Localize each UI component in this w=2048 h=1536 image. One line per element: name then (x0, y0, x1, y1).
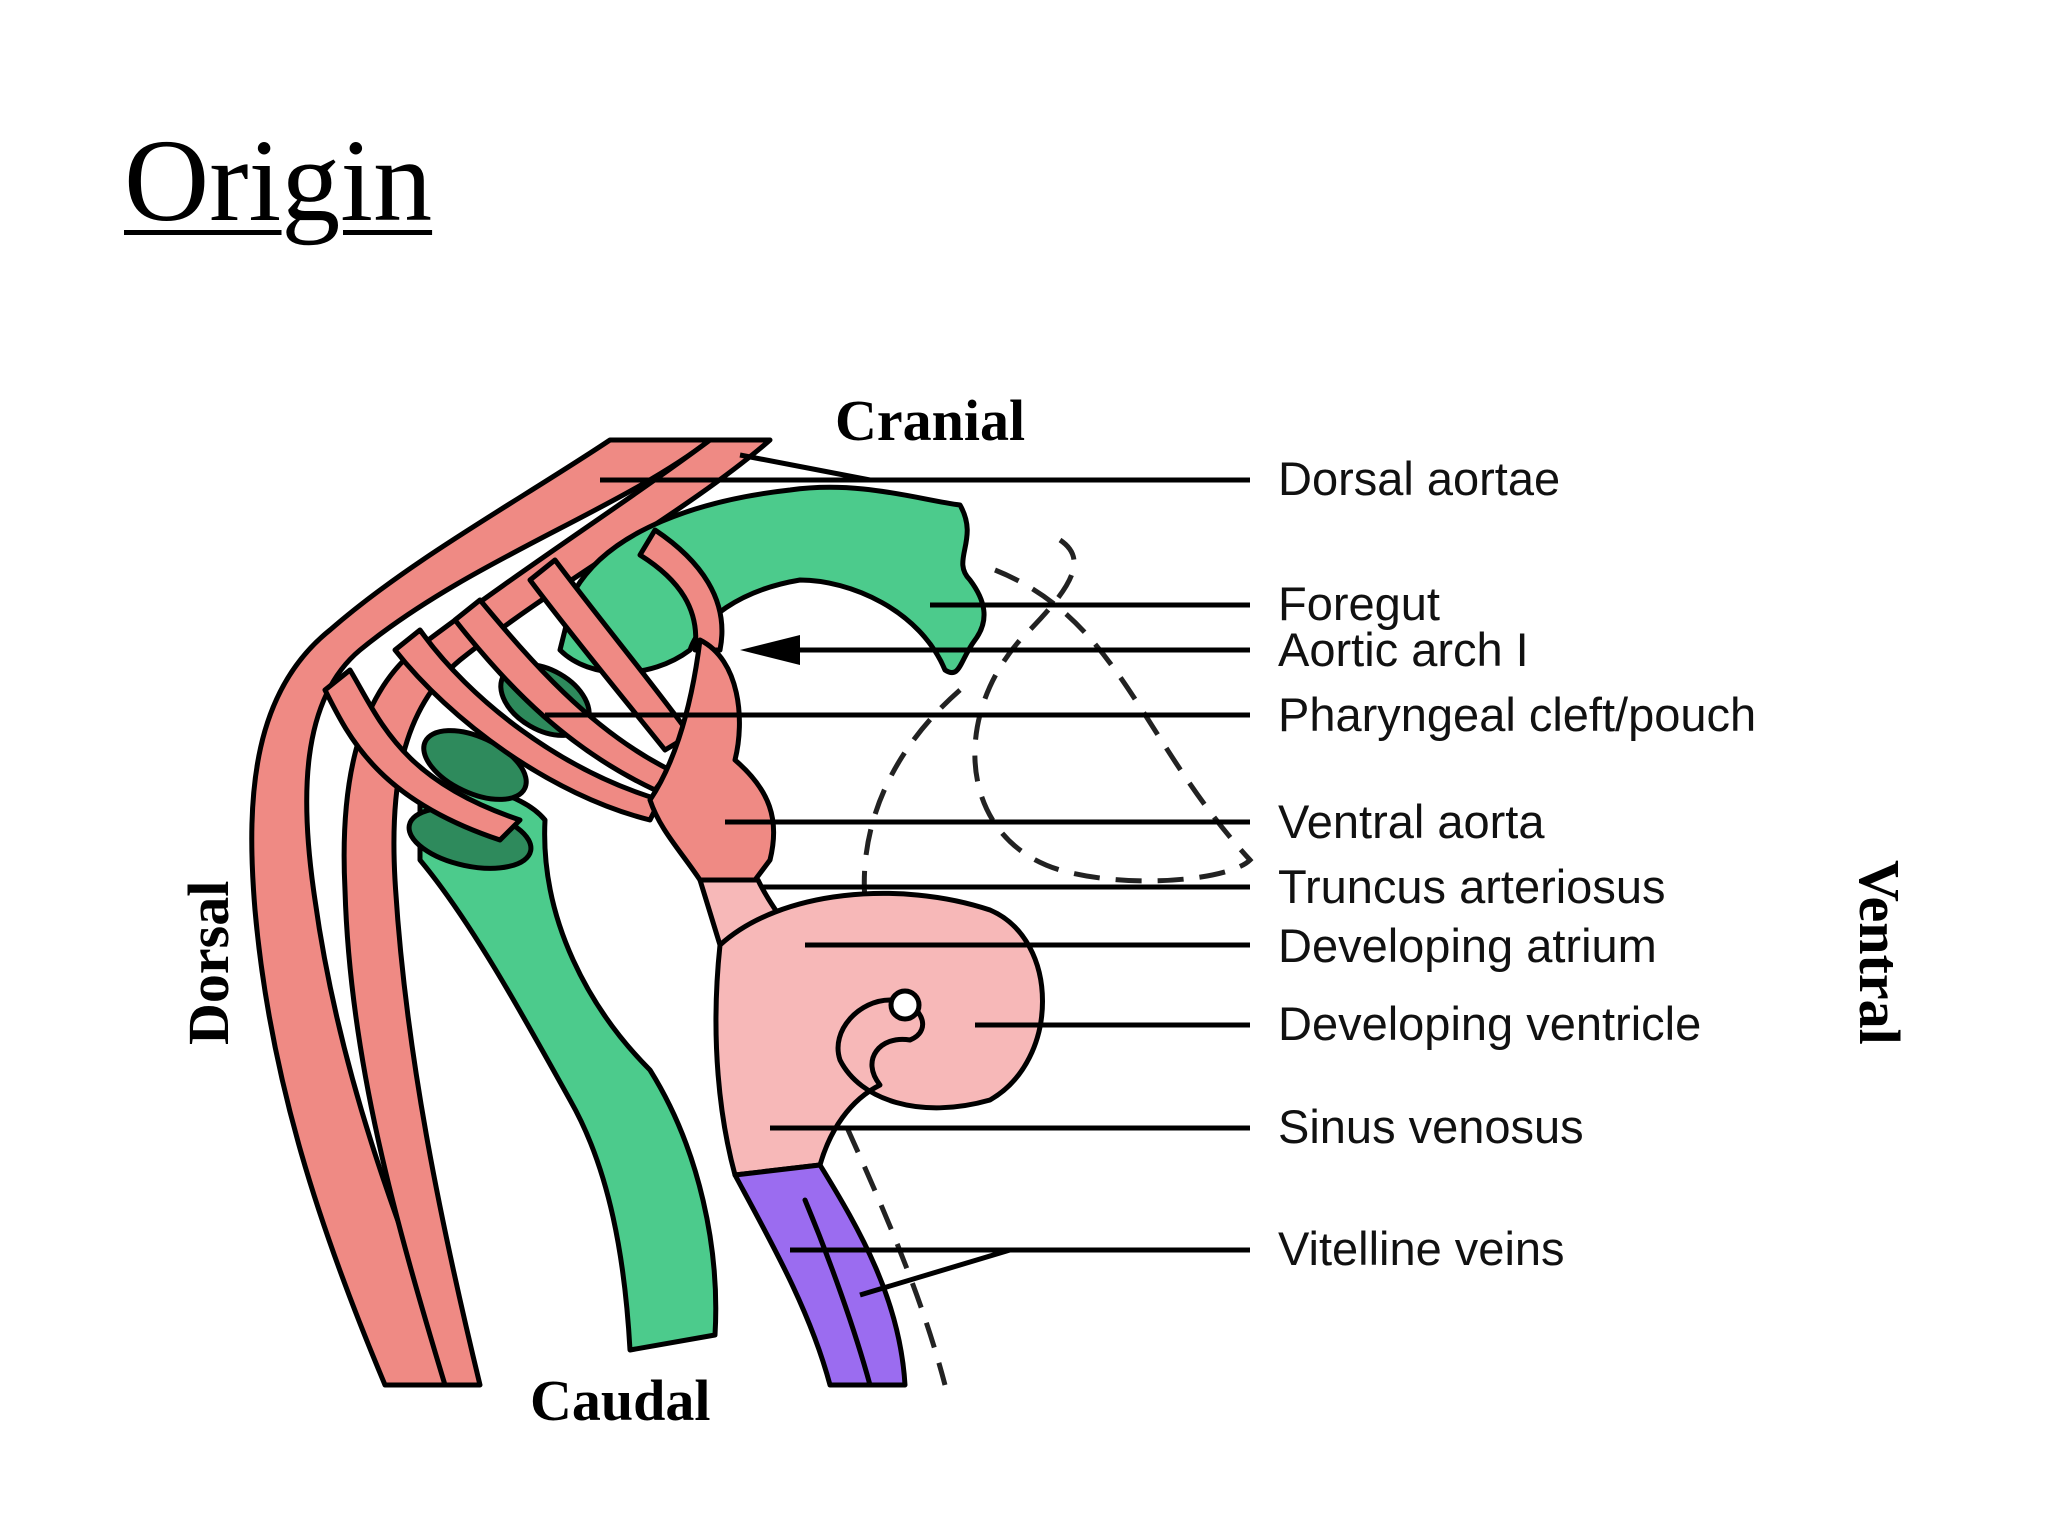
label-ventral-aorta: Ventral aorta (1278, 795, 1545, 848)
label-developing-ventricle: Developing ventricle (1278, 997, 1701, 1050)
developing-heart (713, 890, 1045, 1178)
foregut-lower (417, 783, 719, 1353)
leader-vitelline-branch (859, 1247, 1011, 1298)
label-ventral: Ventral (1847, 860, 1912, 1045)
label-aortic-arch-i: Aortic arch I (1278, 623, 1529, 676)
label-vitelline-veins: Vitelline veins (1278, 1222, 1565, 1275)
label-cranial: Cranial (835, 388, 1025, 453)
vitelline-vein-divider (802, 1197, 873, 1388)
leader-dorsal-aortae-branch (739, 452, 871, 483)
aortic-arch-5 (322, 667, 523, 843)
label-pharyngeal-cleft-pouch: Pharyngeal cleft/pouch (1278, 688, 1756, 741)
label-dorsal: Dorsal (176, 881, 241, 1045)
label-foregut: Foregut (1278, 577, 1440, 630)
ventral-aorta (647, 637, 777, 883)
slide-title: Origin (124, 115, 433, 246)
pericardial-outline (972, 537, 1254, 884)
label-sinus-venosus: Sinus venosus (1278, 1100, 1584, 1153)
heart-loop-opening (888, 988, 922, 1022)
aortic-arch-2 (527, 557, 693, 753)
label-developing-atrium: Developing atrium (1278, 919, 1657, 972)
label-caudal: Caudal (530, 1368, 711, 1433)
label-dorsal-aortae: Dorsal aortae (1278, 452, 1560, 505)
vitelline-veins (732, 1162, 908, 1388)
aortic-arch-arrowhead (740, 635, 800, 665)
pericardial-outline-left (861, 688, 962, 901)
aortic-arch-4 (392, 627, 663, 823)
pericardial-outline-lower (827, 1088, 948, 1386)
label-truncus-arteriosus: Truncus arteriosus (1278, 860, 1665, 913)
